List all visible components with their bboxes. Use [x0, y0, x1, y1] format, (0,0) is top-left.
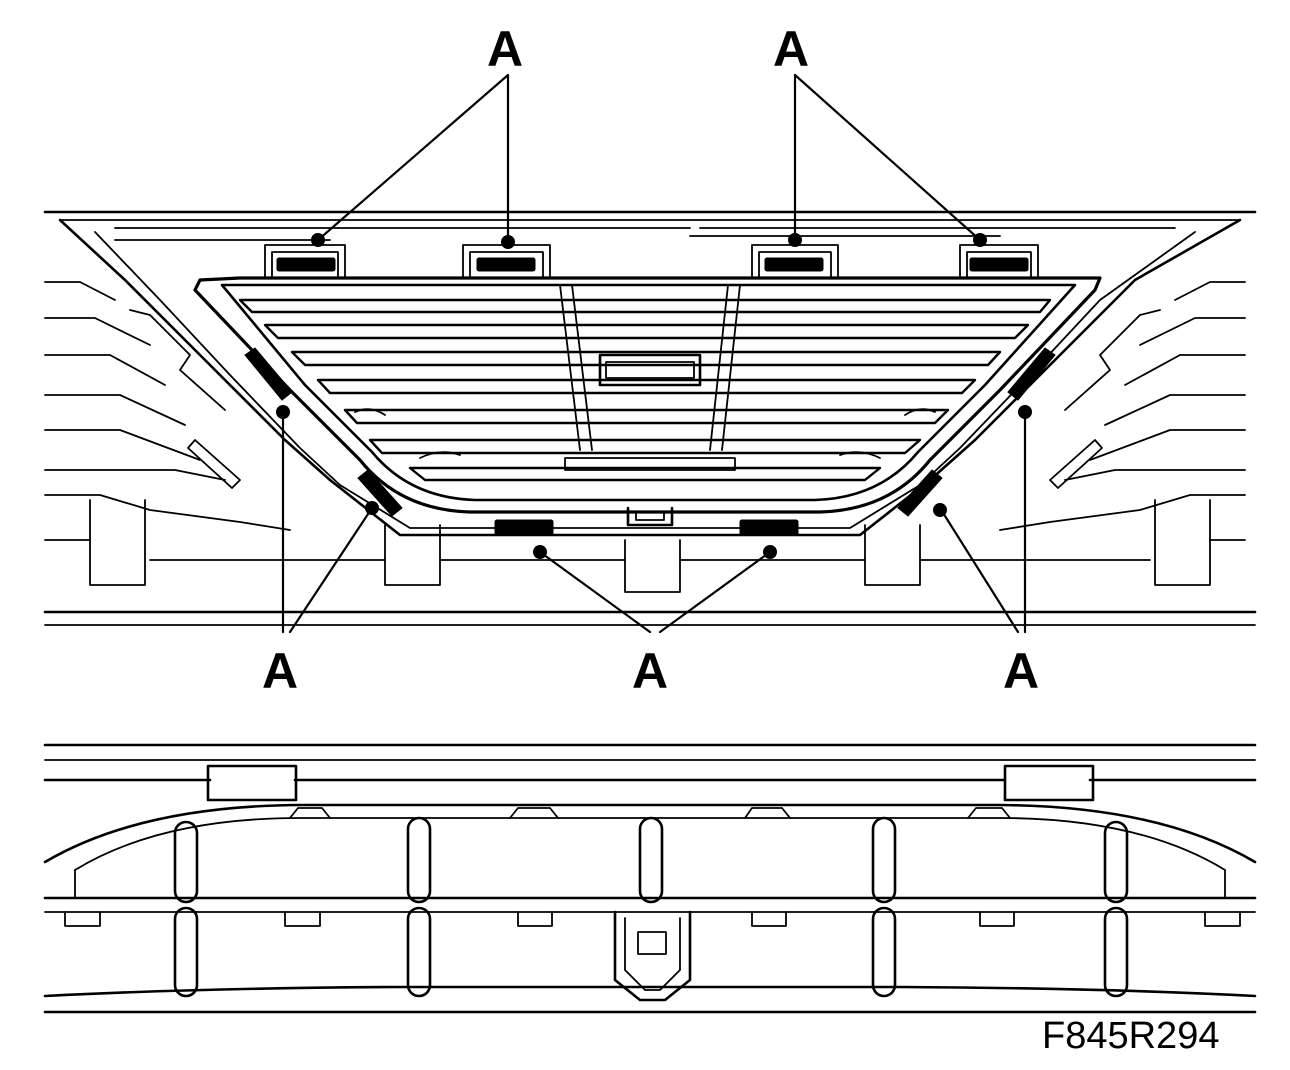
lower-frame-outer — [43, 803, 1257, 864]
lower-center-latch — [613, 910, 692, 1002]
grille-center-tab — [626, 506, 674, 527]
bumper-top-ledge-2 — [114, 235, 1001, 241]
top-clip-housings — [264, 244, 1039, 279]
left-panel-step — [129, 309, 226, 411]
grille-frame-outer — [193, 276, 1102, 514]
lower-tabs — [89, 499, 1211, 593]
left-panel-lines — [44, 281, 226, 481]
right-panel-lines — [1064, 281, 1246, 481]
lower-mount-tab-right — [1003, 764, 1095, 802]
callout-label-bottom-center: A — [632, 643, 668, 699]
callout-label-bottom-right: A — [1003, 643, 1039, 699]
lower-frame-side — [74, 869, 1226, 899]
grille-emblem-mount — [598, 353, 702, 387]
right-panel-slot — [1049, 439, 1103, 489]
bumper-opening-outline — [58, 218, 1242, 537]
grille-side-detail — [354, 408, 936, 459]
bumper-mid-line — [44, 494, 1246, 531]
lower-vertical-posts — [173, 816, 1129, 998]
lower-frame-notches — [289, 807, 1011, 819]
grille-emblem-mount-inner — [605, 361, 695, 379]
figure-reference: F845R294 — [1042, 1015, 1219, 1057]
grille-vertical-bars — [559, 284, 741, 451]
left-panel-slot — [187, 439, 241, 489]
lower-view — [43, 743, 1257, 1014]
callout-label-top-left: A — [487, 21, 523, 77]
bumper-floor-line — [44, 539, 1246, 561]
grille-lower-plate — [564, 457, 736, 471]
callout-leaders — [281, 73, 1027, 634]
upper-view — [43, 210, 1257, 626]
clips — [244, 257, 1056, 536]
grille-slats — [238, 298, 1052, 482]
lower-bottom-curve — [43, 985, 1257, 998]
callout-dots — [276, 233, 1032, 559]
lower-frame-inner — [74, 817, 1226, 871]
right-panel-step — [1064, 309, 1161, 411]
grille-frame-inner — [220, 283, 1077, 502]
callout-label-bottom-left: A — [262, 643, 298, 699]
lower-mount-tab-left — [206, 764, 298, 802]
callout-label-top-right: A — [773, 21, 809, 77]
lower-bottom-tabs — [64, 911, 1241, 927]
